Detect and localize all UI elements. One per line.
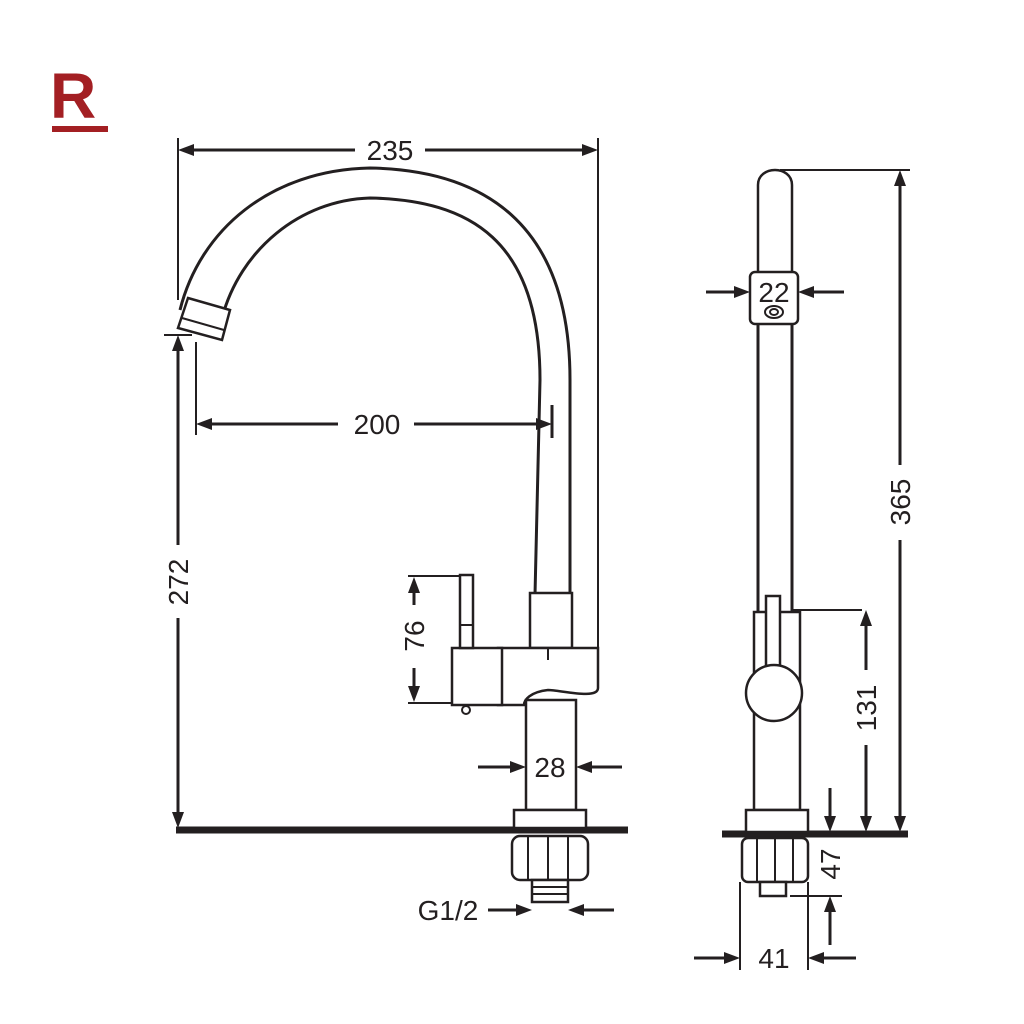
mounting-nut bbox=[510, 834, 590, 882]
handle-hub bbox=[450, 646, 504, 707]
dim-41-label: 41 bbox=[758, 943, 789, 974]
dim-235-arrow-left bbox=[178, 144, 194, 156]
front-view: 235 200 272 76 28 G1/2 bbox=[163, 135, 628, 926]
dim-22-arrow-left bbox=[734, 286, 750, 298]
dim-76-arrow-bottom bbox=[408, 686, 420, 702]
side-threaded-connector bbox=[758, 880, 788, 898]
dim-28-arrow-left bbox=[510, 761, 526, 773]
aerator-outlet-inner bbox=[769, 308, 779, 316]
base-flange bbox=[512, 808, 588, 830]
dim-47-label: 47 bbox=[815, 848, 846, 879]
dim-76-arrow-top bbox=[408, 577, 420, 593]
dim-131-arrow-bottom bbox=[860, 816, 872, 832]
threaded-connector bbox=[530, 878, 570, 904]
dim-22-arrow-right bbox=[798, 286, 814, 298]
dim-272-arrow-bottom bbox=[172, 812, 184, 828]
dim-41-arrow-right bbox=[808, 952, 824, 964]
side-handle-lever bbox=[764, 594, 782, 668]
handle-screw bbox=[461, 705, 471, 715]
dim-28-label: 28 bbox=[534, 752, 565, 783]
dim-131-label: 131 bbox=[851, 685, 882, 732]
side-handle-hub bbox=[744, 663, 804, 723]
side-view: 22 365 131 47 41 bbox=[694, 168, 916, 974]
dim-g12-arrow-right bbox=[568, 904, 584, 916]
dim-200-arrow-right bbox=[536, 418, 552, 430]
side-base-flange bbox=[744, 808, 810, 834]
dim-200-arrow-left bbox=[196, 418, 212, 430]
side-aerator bbox=[748, 270, 800, 326]
dim-47-arrow-top bbox=[824, 816, 836, 832]
valve-body bbox=[496, 646, 600, 707]
dim-22-label: 22 bbox=[758, 277, 789, 308]
spout-outer-curve bbox=[178, 166, 572, 595]
dim-272-label: 272 bbox=[163, 559, 194, 606]
dim-365-arrow-top bbox=[894, 170, 906, 186]
dim-235-label: 235 bbox=[367, 135, 414, 166]
brand-logo-letter: R bbox=[50, 60, 96, 132]
side-spout-top bbox=[756, 168, 794, 300]
dim-76-label: 76 bbox=[399, 620, 430, 651]
spout-inner-curve bbox=[220, 196, 542, 596]
dim-365-arrow-bottom bbox=[894, 816, 906, 832]
dim-235-arrow-right bbox=[582, 144, 598, 156]
handle-lever bbox=[458, 573, 475, 650]
dim-47-arrow-bottom bbox=[824, 896, 836, 912]
aerator-nozzle bbox=[176, 296, 232, 342]
dim-200-label: 200 bbox=[354, 409, 401, 440]
dim-41-arrow-left bbox=[724, 952, 740, 964]
dim-365-label: 365 bbox=[885, 479, 916, 526]
dim-28-arrow-right bbox=[576, 761, 592, 773]
dim-g12-arrow-left bbox=[516, 904, 532, 916]
dim-g12-label: G1/2 bbox=[418, 895, 479, 926]
brand-logo: R bbox=[50, 60, 108, 132]
aerator-outlet-outer bbox=[764, 305, 784, 319]
dim-131-arrow-top bbox=[860, 610, 872, 626]
aerator-ring bbox=[181, 317, 225, 331]
dim-272-arrow-top bbox=[172, 335, 184, 351]
brand-logo-underline bbox=[52, 126, 108, 132]
neck-collar bbox=[528, 591, 574, 650]
